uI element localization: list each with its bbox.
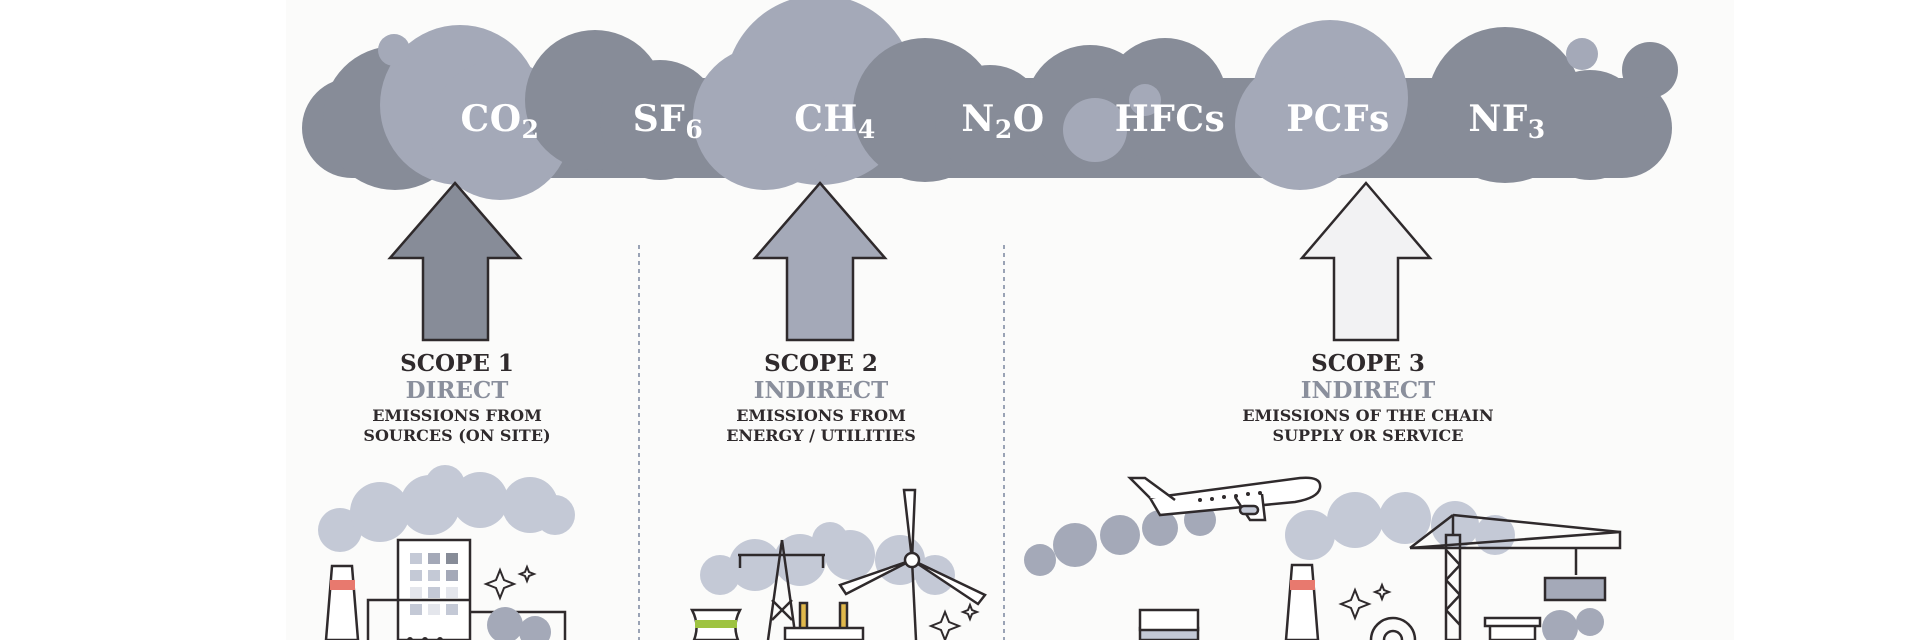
smoke-cloud (1542, 608, 1604, 640)
gear-icon (1369, 616, 1417, 640)
gas-label-n2o: N2O (961, 98, 1045, 144)
scope-1-title: SCOPE 1 (400, 350, 514, 377)
scope-2-text: SCOPE 2 INDIRECT EMISSIONS FROM ENERGY /… (641, 350, 1001, 446)
building-icon (1483, 616, 1542, 640)
scope-3-illustration (1024, 476, 1622, 640)
power-pylon-icon (738, 539, 825, 640)
sparkle-icon (928, 602, 980, 640)
airplane-icon (1126, 476, 1322, 522)
sparkle-icon (483, 564, 537, 601)
scope-1-description-line-1: EMISSIONS FROM (372, 406, 542, 425)
scope-2-arrow (752, 181, 888, 342)
smoke-cloud (318, 465, 575, 552)
sparkle-icon (1338, 582, 1392, 621)
scope-2-illustration (689, 488, 987, 640)
scope-2-kind: INDIRECT (753, 377, 889, 404)
scope-3-text: SCOPE 3 INDIRECT EMISSIONS OF THE CHAIN … (1188, 350, 1548, 446)
gas-label-sf6: SF6 (632, 98, 704, 144)
scope-2-description-line-2: ENERGY / UTILITIES (726, 426, 916, 445)
scope-3-arrow (1299, 181, 1433, 342)
scope-1-kind: DIRECT (405, 377, 509, 404)
scope-1-text: SCOPE 1 DIRECT EMISSIONS FROM SOURCES (O… (277, 350, 637, 446)
smokestack-icon (324, 564, 360, 640)
smoke-cloud (1285, 492, 1515, 560)
scope-1-illustration (318, 465, 575, 640)
scope-2-description-line-1: EMISSIONS FROM (736, 406, 906, 425)
gas-label-hfcs: HFCs (1114, 98, 1226, 140)
scope-3-description-line-2: SUPPLY OR SERVICE (1272, 426, 1464, 445)
smokestack-icon (1284, 563, 1320, 640)
cooling-tower-icon (689, 608, 743, 640)
greenhouse-gas-cloud (302, 0, 1678, 200)
scope-3-description-line-1: EMISSIONS OF THE CHAIN (1242, 406, 1494, 425)
smoke-cloud (1024, 504, 1216, 576)
smoke-cloud (487, 607, 551, 640)
gas-label-nf3: NF3 (1468, 98, 1546, 144)
scope-1-description-line-2: SOURCES (ON SITE) (363, 426, 551, 445)
gas-label-co2: CO2 (460, 98, 540, 144)
gas-label-pcfs: PCFs (1286, 98, 1390, 140)
scope-1-arrow (387, 181, 523, 342)
scope-2-title: SCOPE 2 (764, 350, 878, 377)
wind-turbine-icon (838, 488, 987, 640)
scope-3-title: SCOPE 3 (1311, 350, 1425, 377)
power-plug-icon (783, 601, 865, 640)
truck-icon (1138, 608, 1200, 640)
crane-icon (1409, 513, 1622, 640)
scope-3-kind: INDIRECT (1300, 377, 1436, 404)
gas-label-ch4: CH4 (794, 98, 876, 144)
